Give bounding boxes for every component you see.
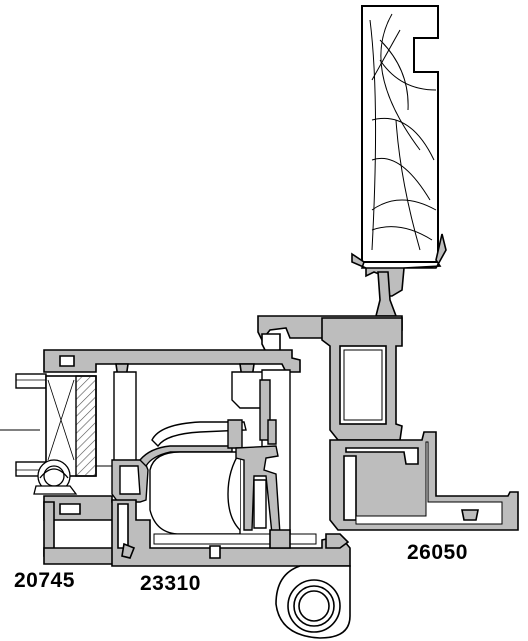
- frame-profile-23310: [111, 499, 351, 567]
- profile-number-label: 20745: [14, 569, 75, 592]
- wood-panel: [361, 5, 439, 263]
- glazing-bead: [111, 445, 233, 503]
- roller-detail: [275, 565, 351, 639]
- mullion-profile: [321, 317, 403, 441]
- profile-number-label: 26050: [407, 541, 468, 564]
- bottom-frame-profile-20745: [43, 495, 121, 565]
- sash-hardware-profile: [235, 419, 281, 535]
- sash-body: [149, 419, 247, 535]
- frame-profile-26050: [329, 431, 519, 531]
- glazing-gasket: [33, 459, 78, 495]
- profile-number-label: 23310: [140, 572, 201, 595]
